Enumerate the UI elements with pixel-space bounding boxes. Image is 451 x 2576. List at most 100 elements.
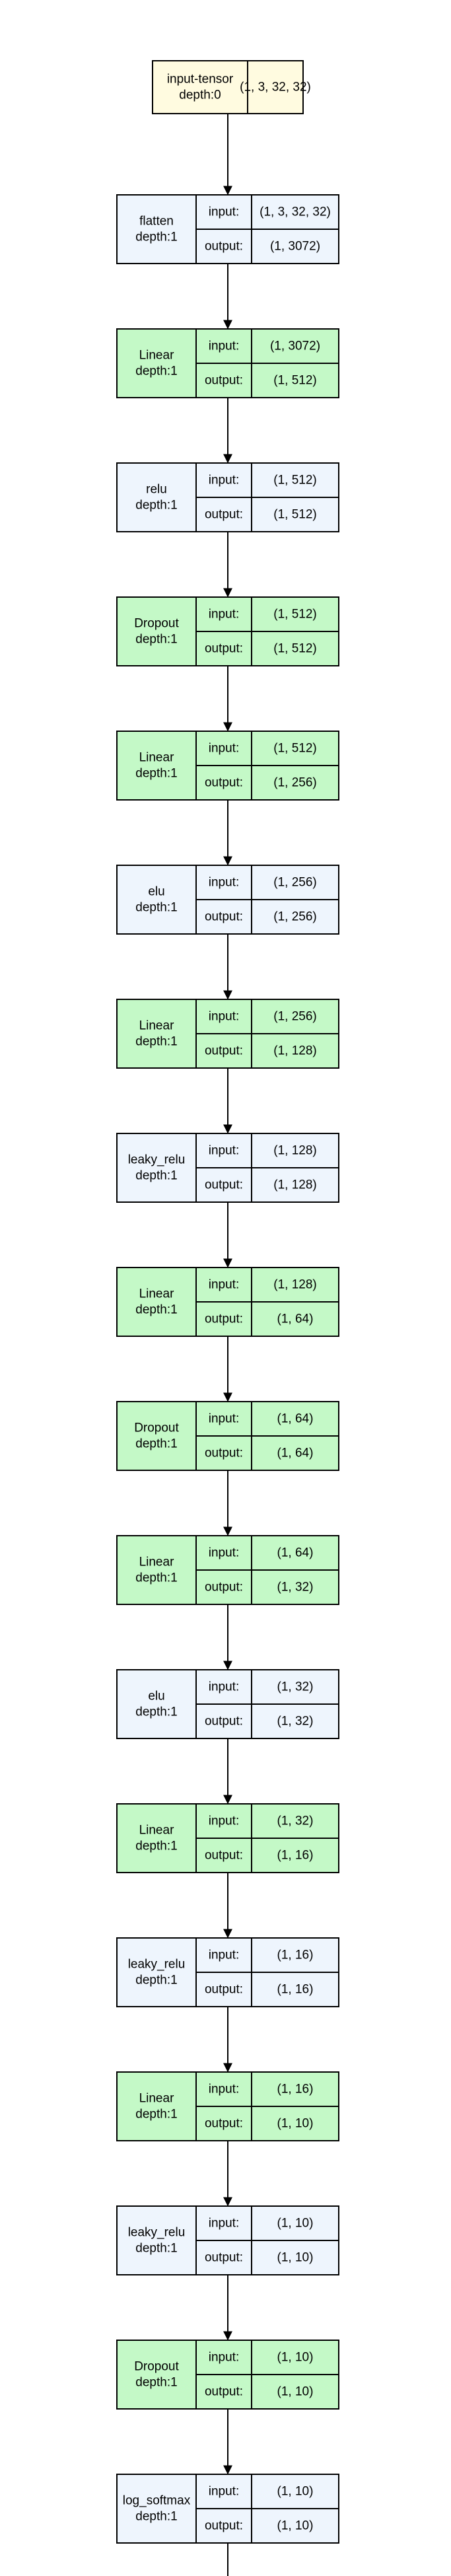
- node-depth: depth:1: [135, 1840, 177, 1853]
- output-shape: (1, 16): [277, 1983, 314, 1997]
- node-name: leaky_relu: [128, 1153, 186, 1167]
- output-label: output:: [205, 910, 243, 924]
- node-name-cell: [116, 2205, 197, 2275]
- input-label: input:: [209, 474, 239, 487]
- input-label: input:: [209, 742, 239, 756]
- node-name-cell: [116, 1937, 197, 2007]
- input-shape: (1, 32): [277, 1814, 314, 1828]
- node-name: Linear: [139, 1287, 174, 1301]
- node-name: input-tensor: [167, 73, 234, 87]
- output-label: output:: [205, 642, 243, 656]
- node-name-cell: [116, 1267, 197, 1337]
- node-name-cell: [116, 328, 197, 398]
- input-label: input:: [209, 2485, 239, 2499]
- node-depth: depth:1: [135, 1571, 177, 1585]
- output-label: output:: [205, 2117, 243, 2131]
- output-label: output:: [205, 1312, 243, 1326]
- input-label: input:: [209, 1546, 239, 1560]
- node-name-cell: [116, 2071, 197, 2141]
- input-label: input:: [209, 205, 239, 219]
- input-shape: (1, 128): [273, 1278, 316, 1292]
- node-name-cell: [116, 731, 197, 801]
- input-label: input:: [209, 2217, 239, 2231]
- node-name: Linear: [139, 1019, 174, 1033]
- input-label: input:: [209, 340, 239, 353]
- output-shape: (1, 256): [273, 910, 316, 924]
- node-name-cell: [116, 596, 197, 666]
- output-shape: (1, 64): [277, 1447, 314, 1460]
- input-shape: (1, 256): [273, 876, 316, 890]
- node-name: flatten: [139, 215, 174, 229]
- output-label: output:: [205, 1849, 243, 1863]
- node-depth: depth:1: [135, 901, 177, 915]
- input-shape: (1, 64): [277, 1412, 314, 1426]
- input-shape: (1, 16): [277, 2083, 314, 2096]
- node-name: Dropout: [134, 617, 179, 631]
- node-depth: depth:1: [135, 1169, 177, 1183]
- node-name: Linear: [139, 751, 174, 765]
- input-shape: (1, 3072): [270, 340, 320, 353]
- input-label: input:: [209, 1144, 239, 1158]
- node-depth: depth:1: [135, 1035, 177, 1049]
- output-shape: (1, 256): [273, 776, 316, 790]
- node-name: elu: [148, 1690, 164, 1703]
- output-label: output:: [205, 2251, 243, 2265]
- node-depth: depth:1: [135, 767, 177, 781]
- output-shape: (1, 64): [277, 1312, 314, 1326]
- tensor-shape: (1, 3, 32, 32): [240, 81, 311, 94]
- output-label: output:: [205, 1178, 243, 1192]
- input-label: input:: [209, 1412, 239, 1426]
- output-shape: (1, 10): [277, 2117, 314, 2131]
- node-name-cell: [116, 1535, 197, 1605]
- output-label: output:: [205, 374, 243, 388]
- node-name: Dropout: [134, 1421, 179, 1435]
- input-shape: (1, 64): [277, 1546, 314, 1560]
- node-depth: depth:0: [179, 89, 221, 102]
- output-label: output:: [205, 1715, 243, 1729]
- node-name: relu: [146, 483, 167, 497]
- node-name: Linear: [139, 2092, 174, 2106]
- node-name-cell: [116, 1401, 197, 1471]
- node-depth: depth:1: [135, 365, 177, 378]
- input-label: input:: [209, 2083, 239, 2096]
- io-node-box: [152, 60, 304, 114]
- output-label: output:: [205, 1983, 243, 1997]
- input-shape: (1, 256): [273, 1010, 316, 1024]
- input-shape: (1, 128): [273, 1144, 316, 1158]
- output-shape: (1, 3072): [270, 240, 320, 254]
- input-label: input:: [209, 608, 239, 622]
- input-label: input:: [209, 1278, 239, 1292]
- input-shape: (1, 32): [277, 1680, 314, 1694]
- node-name-cell: [116, 999, 197, 1069]
- node-input-tensor: input-tensor depth:0 (1, 3, 32, 32): [152, 60, 311, 114]
- node-name-cell: [116, 1669, 197, 1739]
- output-label: output:: [205, 508, 243, 522]
- node-name: leaky_relu: [128, 1958, 186, 1972]
- output-label: output:: [205, 2385, 243, 2399]
- input-label: input:: [209, 876, 239, 890]
- node-name-cell: [116, 865, 197, 935]
- node-depth: depth:1: [135, 633, 177, 647]
- output-shape: (1, 10): [277, 2251, 314, 2265]
- input-shape: (1, 512): [273, 742, 316, 756]
- input-label: input:: [209, 1680, 239, 1694]
- output-shape: (1, 16): [277, 1849, 314, 1863]
- node-name: log_softmax: [123, 2494, 191, 2508]
- output-shape: (1, 512): [273, 642, 316, 656]
- node-name: Linear: [139, 1824, 174, 1838]
- input-shape: (1, 512): [273, 474, 316, 487]
